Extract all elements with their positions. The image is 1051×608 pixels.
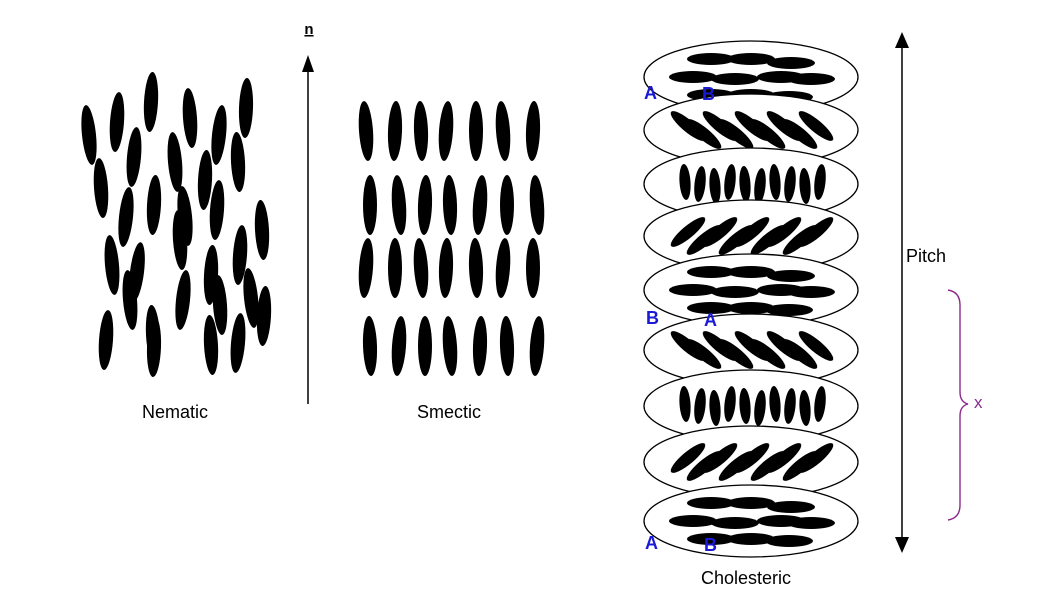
nematic-molecule bbox=[229, 132, 246, 193]
smectic-molecule bbox=[494, 238, 512, 299]
nematic-molecule bbox=[209, 104, 229, 165]
smectic-molecule bbox=[357, 238, 375, 299]
smectic-molecule bbox=[499, 316, 515, 376]
nematic-label: Nematic bbox=[142, 402, 208, 422]
nematic-molecules bbox=[79, 72, 273, 378]
smectic-molecule bbox=[417, 175, 433, 235]
smectic-molecule bbox=[471, 175, 489, 236]
smectic-molecule bbox=[472, 316, 488, 376]
smectic-molecule bbox=[362, 316, 378, 376]
cholesteric-molecule bbox=[787, 286, 835, 298]
layer-marker-b: B bbox=[646, 308, 659, 328]
director-arrow bbox=[302, 55, 314, 404]
layer-marker-a: A bbox=[644, 83, 657, 103]
nematic-molecule bbox=[79, 104, 99, 165]
smectic-molecule bbox=[390, 316, 408, 377]
nematic-molecule bbox=[124, 127, 143, 188]
cholesteric-molecule bbox=[767, 270, 815, 282]
cholesteric-molecule bbox=[669, 71, 717, 83]
cholesteric-molecule bbox=[669, 284, 717, 296]
smectic-molecule bbox=[442, 175, 458, 235]
smectic-molecule bbox=[388, 238, 402, 298]
nematic-molecule bbox=[145, 175, 162, 236]
cholesteric-molecule bbox=[767, 57, 815, 69]
smectic-molecule bbox=[525, 101, 541, 161]
cholesteric-molecule bbox=[787, 73, 835, 85]
cholesteric-molecule bbox=[767, 501, 815, 513]
pitch-arrow bbox=[895, 32, 909, 553]
nematic-molecule bbox=[97, 310, 115, 371]
nematic-molecule bbox=[142, 72, 159, 133]
layer-marker-a: A bbox=[704, 310, 717, 330]
smectic-molecule bbox=[413, 101, 429, 161]
smectic-molecule bbox=[469, 101, 483, 161]
cholesteric-molecule bbox=[787, 517, 835, 529]
nematic-molecule bbox=[173, 269, 193, 330]
layer-marker-a: A bbox=[645, 533, 658, 553]
nematic-molecule bbox=[238, 78, 254, 138]
cholesteric-label: Cholesteric bbox=[701, 568, 791, 588]
smectic-molecule bbox=[526, 238, 540, 298]
smectic-molecule bbox=[437, 101, 455, 162]
smectic-label: Smectic bbox=[417, 402, 481, 422]
layer-marker-b: B bbox=[704, 535, 717, 555]
cholesteric-stack bbox=[644, 41, 858, 557]
smectic-molecule bbox=[441, 316, 459, 377]
cholesteric-molecule bbox=[669, 515, 717, 527]
pitch-label: Pitch bbox=[906, 246, 946, 266]
smectic-molecule bbox=[357, 101, 375, 162]
nematic-molecule bbox=[102, 235, 121, 296]
smectic-molecule bbox=[412, 238, 430, 299]
smectic-molecule bbox=[387, 101, 403, 161]
smectic-molecule bbox=[494, 101, 512, 162]
nematic-molecule bbox=[108, 92, 126, 153]
smectic-molecule bbox=[438, 238, 454, 298]
nematic-molecule bbox=[181, 88, 199, 149]
nematic-molecule bbox=[116, 186, 136, 247]
smectic-molecule bbox=[500, 175, 514, 235]
nematic-molecule bbox=[253, 200, 270, 261]
smectic-molecule bbox=[363, 175, 377, 235]
smectic-molecule bbox=[390, 175, 408, 236]
cholesteric-molecule bbox=[711, 517, 759, 529]
smectic-molecule bbox=[528, 175, 546, 236]
cholesteric-molecule bbox=[711, 286, 759, 298]
nematic-molecule bbox=[165, 132, 184, 193]
smectic-molecules bbox=[357, 101, 546, 377]
smectic-molecule bbox=[418, 316, 432, 376]
smectic-molecule bbox=[528, 316, 546, 377]
cholesteric-molecule bbox=[765, 535, 813, 547]
director-label: n bbox=[304, 21, 313, 38]
x-label: x bbox=[974, 393, 983, 412]
cholesteric-molecule bbox=[711, 73, 759, 85]
nematic-molecule bbox=[228, 313, 247, 374]
nematic-molecule bbox=[92, 158, 110, 219]
nematic-molecule bbox=[255, 286, 272, 347]
layer-marker-b: B bbox=[702, 84, 715, 104]
smectic-molecule bbox=[468, 238, 484, 298]
x-brace bbox=[948, 290, 968, 520]
